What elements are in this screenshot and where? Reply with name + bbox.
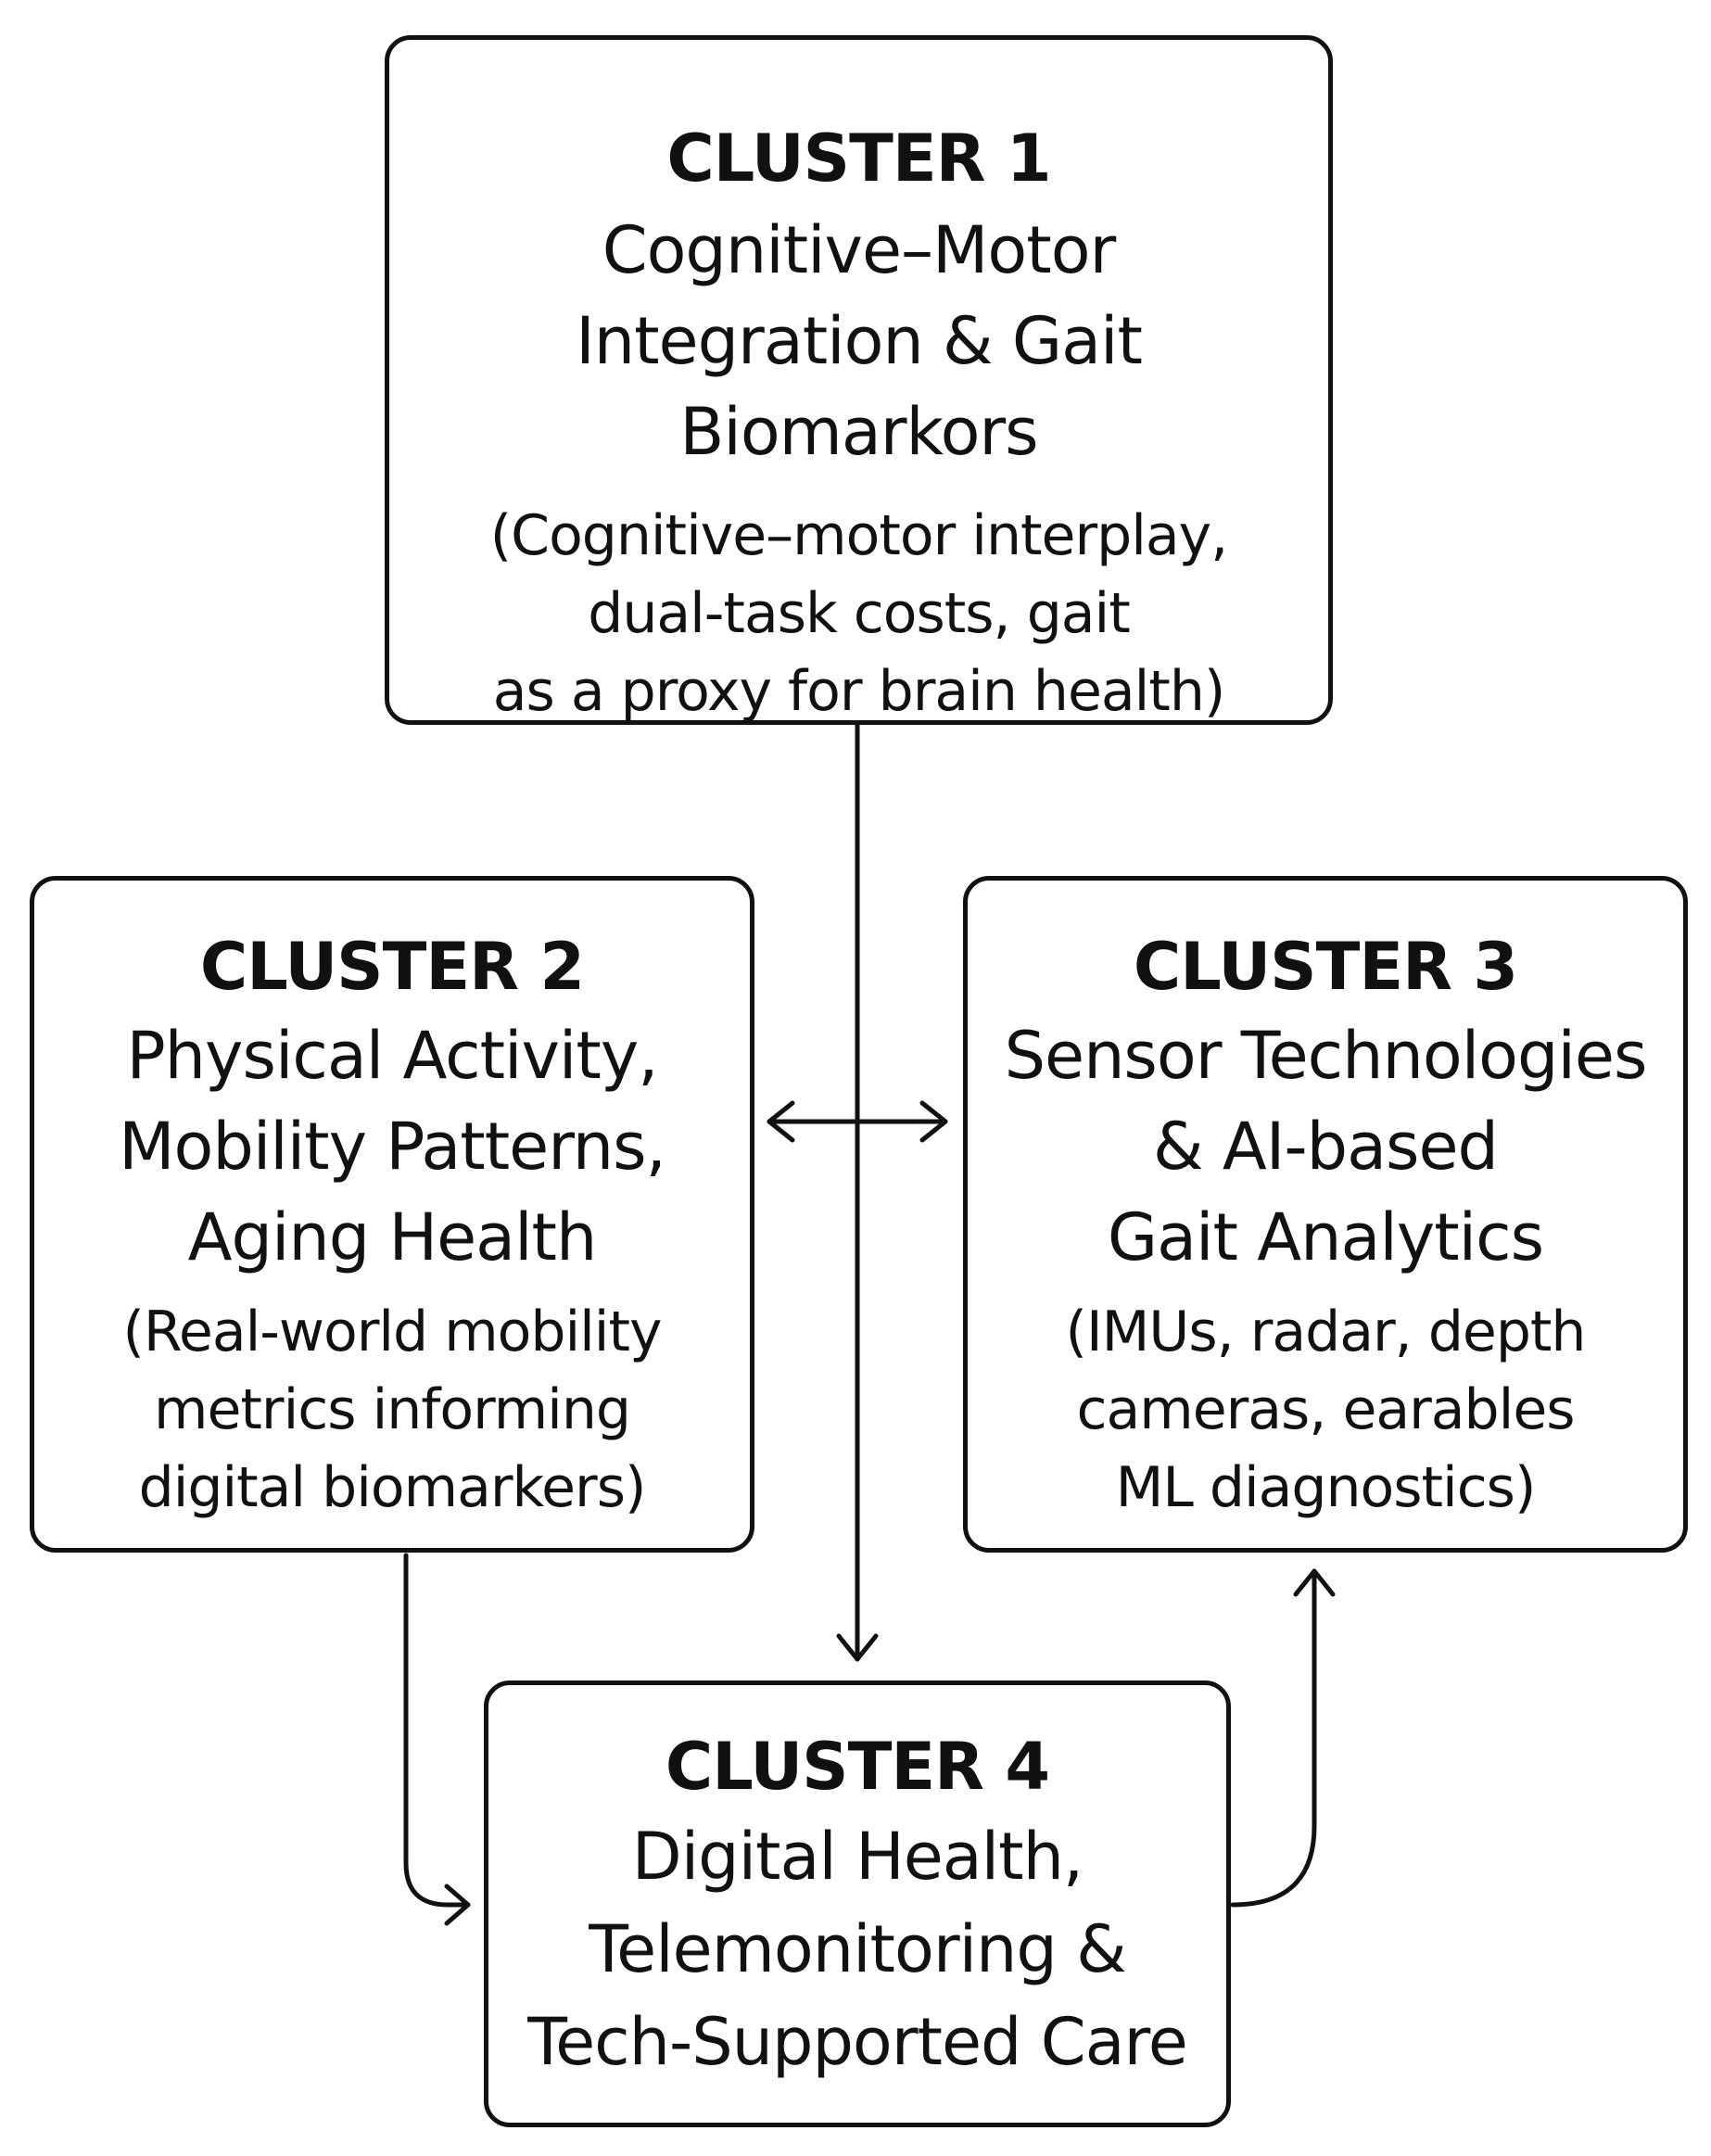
arrow-cluster4-to-cluster3 bbox=[1230, 1568, 1317, 1908]
cluster-2-note: (Real-world mobility metrics informing d… bbox=[122, 1300, 663, 1520]
cluster-3-topic: Sensor Technologies & AI-based Gait Anal… bbox=[1004, 1018, 1648, 1275]
arrowhead-cluster4-top bbox=[836, 1633, 879, 1662]
cluster-1-note: (Cognitive–motor interplay, dual-task co… bbox=[489, 503, 1228, 724]
cluster-4-box: CLUSTER 4 Digital Health, Telemonitoring… bbox=[484, 1680, 1231, 2127]
cluster-3-box: CLUSTER 3 Sensor Technologies & AI-based… bbox=[963, 876, 1688, 1553]
cluster-1-title: CLUSTER 1 bbox=[666, 120, 1051, 197]
arrowhead-cluster3-side bbox=[919, 1100, 948, 1143]
cluster-4-title: CLUSTER 4 bbox=[665, 1729, 1050, 1805]
arrowhead-cluster3-bottom bbox=[1293, 1568, 1336, 1597]
cluster-1-topic: Cognitive–Motor Integration & Gait Bioma… bbox=[576, 212, 1143, 470]
cluster-4-topic: Digital Health, Telemonitoring & Tech-Su… bbox=[527, 1819, 1188, 2080]
cluster-2-topic: Physical Activity, Mobility Patterns, Ag… bbox=[119, 1018, 666, 1275]
cluster-2-title: CLUSTER 2 bbox=[199, 929, 585, 1005]
arrowhead-cluster2-side bbox=[767, 1100, 795, 1143]
cluster-3-title: CLUSTER 3 bbox=[1133, 929, 1518, 1005]
cluster-2-box: CLUSTER 2 Physical Activity, Mobility Pa… bbox=[30, 876, 754, 1553]
cluster-1-box: CLUSTER 1 Cognitive–Motor Integration & … bbox=[385, 35, 1333, 725]
cluster-3-note: (IMUs, radar, depth cameras, earables ML… bbox=[1065, 1300, 1587, 1520]
arrow-cluster2-to-cluster4 bbox=[403, 1553, 471, 1908]
arrowhead-cluster4-left bbox=[444, 1883, 471, 1926]
